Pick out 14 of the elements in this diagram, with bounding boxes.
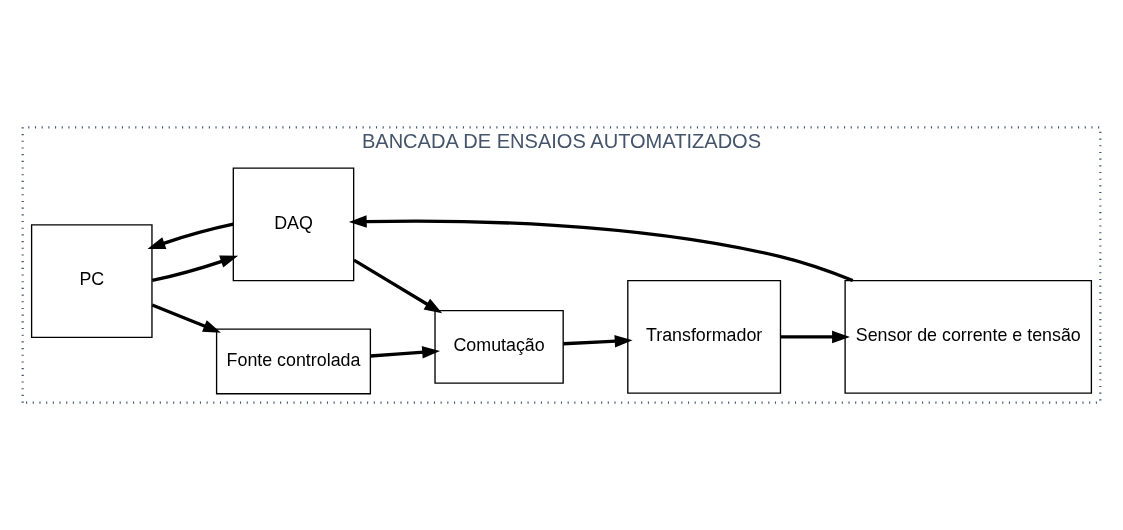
arrow [151, 303, 221, 333]
node-box: Comutação [434, 310, 564, 384]
arrow [147, 222, 234, 249]
node-box: Fonte controlada [215, 328, 372, 395]
node-box: DAQ [232, 167, 355, 282]
node-box: Transformador [627, 279, 782, 394]
arrow [370, 346, 441, 359]
node-box: PC [30, 224, 153, 339]
arrow [780, 330, 850, 344]
arrow [151, 255, 239, 283]
arrow [348, 215, 854, 283]
arrow [353, 258, 443, 314]
node-box: Sensor de corrente e tensão [844, 279, 1093, 394]
arrow [563, 335, 633, 348]
